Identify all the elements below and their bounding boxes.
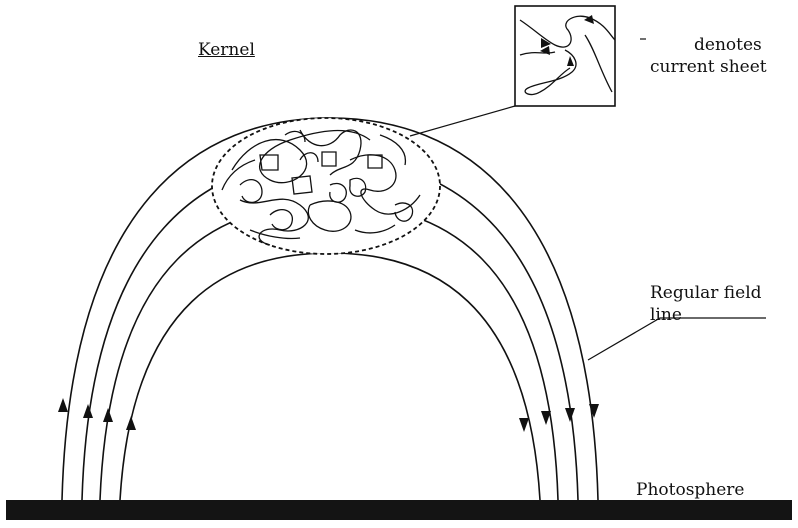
photosphere-label: Photosphere — [636, 480, 745, 500]
field-arrows — [58, 398, 599, 432]
arrow-down-4 — [589, 404, 599, 418]
arrow-up-1 — [58, 398, 68, 412]
inset-box — [514, 5, 616, 107]
field-label-line-2: line — [650, 305, 682, 325]
arrow-down-1 — [519, 418, 529, 432]
kernel-tangle — [221, 129, 421, 246]
arrow-up-2 — [83, 404, 93, 418]
legend-label: denotes current sheet — [650, 34, 767, 78]
field-leader — [587, 317, 766, 361]
kernel-boundary — [211, 117, 441, 255]
callout-line — [409, 105, 516, 137]
inset-arrows — [540, 15, 594, 66]
arrow-up-3 — [103, 408, 113, 422]
field-line-4 — [119, 252, 541, 501]
inset-current-sheets — [519, 15, 616, 96]
legend-line-2: current sheet — [650, 57, 767, 77]
field-line-1 — [61, 117, 599, 501]
photosphere-bar — [6, 500, 792, 520]
arrow-down-2 — [541, 411, 551, 425]
arrow-down-3 — [565, 408, 575, 422]
field-label-line-1: Regular field — [650, 283, 762, 303]
arrow-up-4 — [126, 416, 136, 430]
kernel-label: Kernel — [198, 40, 255, 60]
legend-line-1: denotes — [694, 35, 762, 55]
field-line-label: Regular field line — [650, 282, 762, 326]
